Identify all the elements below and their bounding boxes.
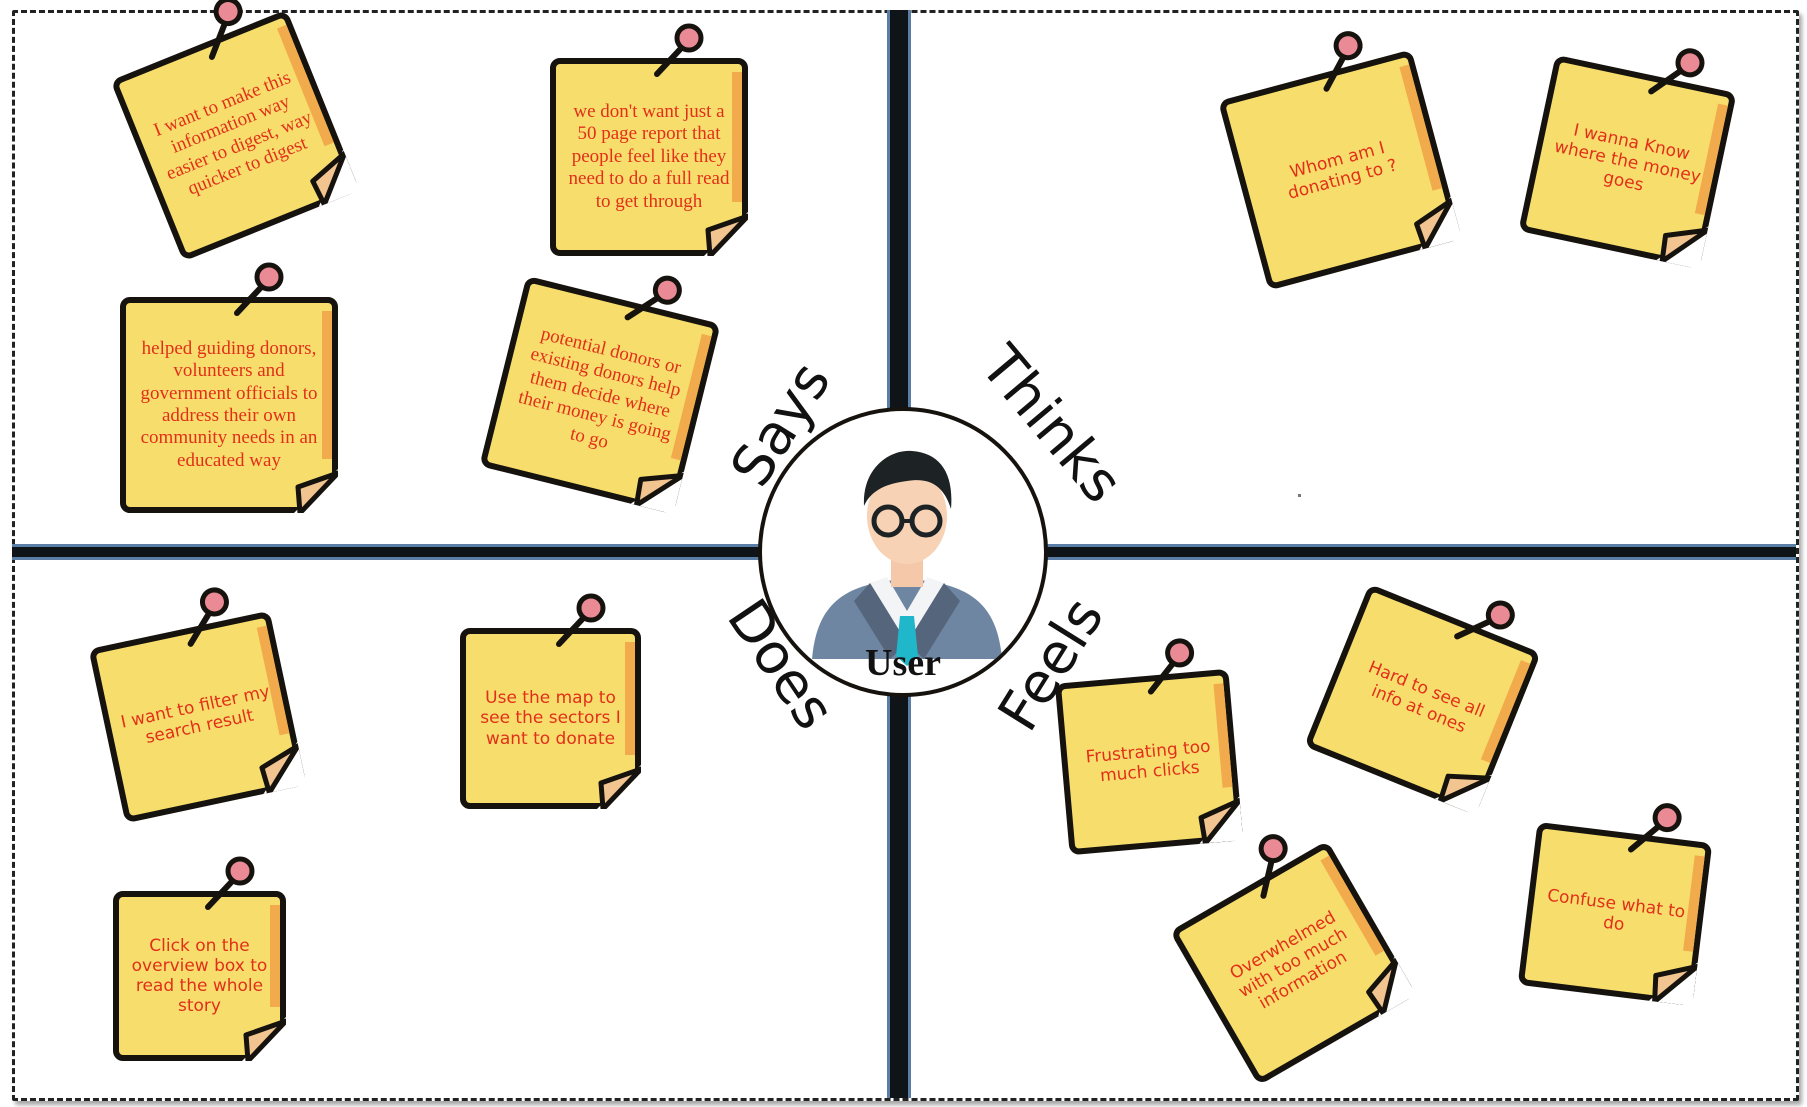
sticky-note: Hard to see all info at ones (1303, 583, 1542, 816)
pushpin-icon (1323, 31, 1363, 92)
pushpin-icon (204, 856, 254, 910)
sticky-note: I wanna Know where the money goes (1518, 48, 1737, 270)
sticky-note: Confuse what to do (1517, 803, 1713, 1007)
note-text: Frustrating too much clicks (1084, 736, 1212, 787)
note-text: Overwhelmed with too much information (1226, 907, 1351, 1014)
sticky-note: Whom am I donating to ? (1218, 31, 1462, 291)
page-curl-icon (1648, 962, 1698, 1007)
sticky-note: helped guiding donors, volunteers and go… (120, 262, 338, 513)
user-avatar-icon (812, 450, 1002, 666)
sticky-note: Frustrating too much clicks (1054, 638, 1244, 856)
pushpin-icon (1258, 834, 1288, 899)
page-curl-icon (704, 212, 748, 256)
page-curl-icon (1434, 773, 1492, 816)
note-text: Hard to see all info at ones (1365, 657, 1488, 737)
pushpin-icon (555, 593, 605, 647)
page-curl-icon (294, 469, 338, 513)
page-curl-icon (310, 149, 360, 207)
pushpin-icon (234, 262, 284, 316)
note-text: Use the map to see the sectors I want to… (480, 688, 621, 749)
note-text: Confuse what to do (1546, 885, 1687, 936)
page-curl-icon (1656, 226, 1709, 270)
note-text: we don't want just a 50 page report that… (568, 100, 730, 212)
page-curl-icon (1198, 796, 1244, 844)
sticky-note: Overwhelmed with too much information (1169, 834, 1417, 1086)
note-text: helped guiding donors, volunteers and go… (140, 337, 318, 471)
note-text: I want to filter my search result (119, 681, 272, 748)
note-text: potential donors or existing donors help… (516, 323, 684, 453)
sticky-note: Click on the overview box to read the wh… (113, 856, 286, 1061)
page-curl-icon (242, 1017, 286, 1061)
stray-dot (1298, 494, 1301, 497)
pushpin-icon (208, 0, 243, 60)
pushpin-icon (1453, 600, 1515, 640)
page-curl-icon (259, 741, 307, 794)
user-label: User (865, 642, 941, 684)
sticky-note: we don't want just a 50 page report that… (550, 23, 748, 256)
sticky-note: Use the map to see the sectors I want to… (460, 593, 641, 809)
sticky-note: potential donors or existing donors help… (479, 275, 721, 515)
pushpin-icon (1627, 803, 1682, 853)
page-curl-icon (1366, 956, 1417, 1017)
page-curl-icon (597, 765, 641, 809)
note-text: Whom am I donating to ? (1285, 138, 1400, 204)
note-text: Click on the overview box to read the wh… (131, 935, 268, 1017)
page-curl-icon (1414, 196, 1462, 251)
pushpin-icon (654, 23, 704, 77)
pushpin-icon (1147, 638, 1195, 695)
user-center-circle: User (758, 407, 1048, 697)
note-text: I want to make this information way easi… (150, 66, 315, 200)
sticky-note: I want to make this information way easi… (110, 0, 360, 262)
pushpin-icon (187, 587, 229, 647)
pushpin-icon (1647, 48, 1704, 95)
page-curl-icon (630, 471, 684, 515)
pushpin-icon (624, 275, 682, 321)
note-text: I wanna Know where the money goes (1552, 120, 1703, 196)
sticky-note: I want to filter my search result (88, 587, 307, 824)
